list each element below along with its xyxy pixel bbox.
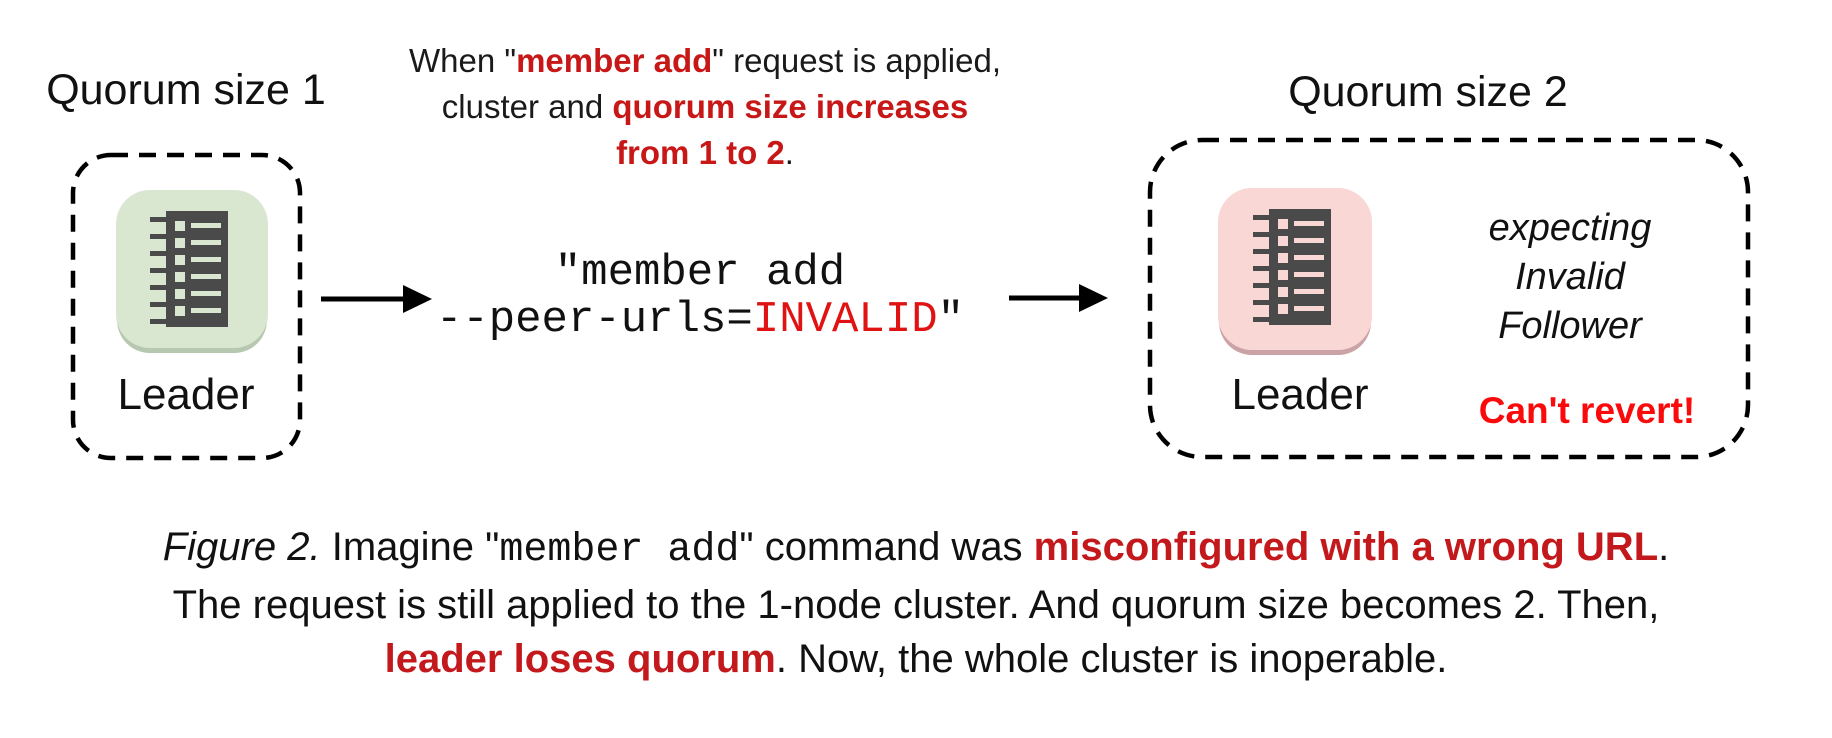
note-text: When " xyxy=(408,42,517,79)
caption-text: Imagine " xyxy=(320,525,500,569)
leader-node-pink xyxy=(1218,188,1372,350)
caption-highlight-misconfigured: misconfigured with a wrong URL xyxy=(1033,525,1659,569)
command-line-2: --peer-urls=INVALID" xyxy=(390,297,1010,344)
right-arrow-icon xyxy=(321,285,432,313)
figure-caption: Figure 2. Imagine "member add" command w… xyxy=(6,520,1826,686)
note-text: . xyxy=(784,134,794,171)
note-line-2: cluster and quorum size increases xyxy=(375,84,1035,130)
caption-text: The request is still applied to the 1-no… xyxy=(172,583,1660,627)
note-highlight-from-1-to-2: from 1 to 2 xyxy=(616,134,785,171)
caption-line-1: Figure 2. Imagine "member add" command w… xyxy=(6,520,1826,578)
command-text: " xyxy=(937,295,965,345)
figure-number: Figure 2. xyxy=(162,525,321,569)
right-cluster-dashed-box xyxy=(1147,137,1751,460)
left-cluster-dashed-box xyxy=(70,152,303,461)
left-leader-label: Leader xyxy=(117,370,255,419)
left-cluster-title: Quorum size 1 xyxy=(46,66,326,114)
note-line-3: from 1 to 2. xyxy=(375,130,1035,176)
caption-highlight-loses-quorum: leader loses quorum xyxy=(384,637,776,681)
caption-text: " command was xyxy=(739,525,1034,569)
command-text: "member add xyxy=(554,248,846,298)
expecting-follower-note: expecting Invalid Follower xyxy=(1400,204,1740,351)
server-rack-icon xyxy=(1253,209,1331,325)
leader-node-green xyxy=(116,190,268,348)
note-highlight-member-add: member add xyxy=(516,42,713,79)
right-arrow-icon xyxy=(1009,284,1108,312)
caption-text: . Now, the whole cluster is inoperable. xyxy=(775,637,1448,681)
right-cluster-title: Quorum size 2 xyxy=(1288,68,1568,116)
note-text: " request is applied, xyxy=(712,42,1002,79)
command-line-1: "member add xyxy=(390,250,1010,297)
server-rack-icon xyxy=(150,211,228,327)
note-line-1: When "member add" request is applied, xyxy=(375,38,1035,84)
expecting-line-2: Invalid xyxy=(1515,256,1625,298)
cant-revert-warning: Can't revert! xyxy=(1478,390,1696,431)
member-add-command: "member add --peer-urls=INVALID" xyxy=(390,250,1010,344)
command-invalid-value: INVALID xyxy=(752,295,938,345)
member-add-note: When "member add" request is applied, cl… xyxy=(375,38,1035,176)
command-text: --peer-urls= xyxy=(435,295,753,345)
expecting-line-1: expecting xyxy=(1488,207,1652,249)
expecting-line-3: Follower xyxy=(1498,305,1642,347)
right-leader-label: Leader xyxy=(1231,370,1369,419)
caption-line-3: leader loses quorum. Now, the whole clus… xyxy=(6,632,1826,686)
caption-line-2: The request is still applied to the 1-no… xyxy=(6,578,1826,632)
caption-text: . xyxy=(1658,525,1670,569)
note-text: cluster and xyxy=(441,88,613,125)
caption-code-member-add: member add xyxy=(499,528,740,573)
note-highlight-quorum-increase: quorum size increases xyxy=(612,88,969,125)
